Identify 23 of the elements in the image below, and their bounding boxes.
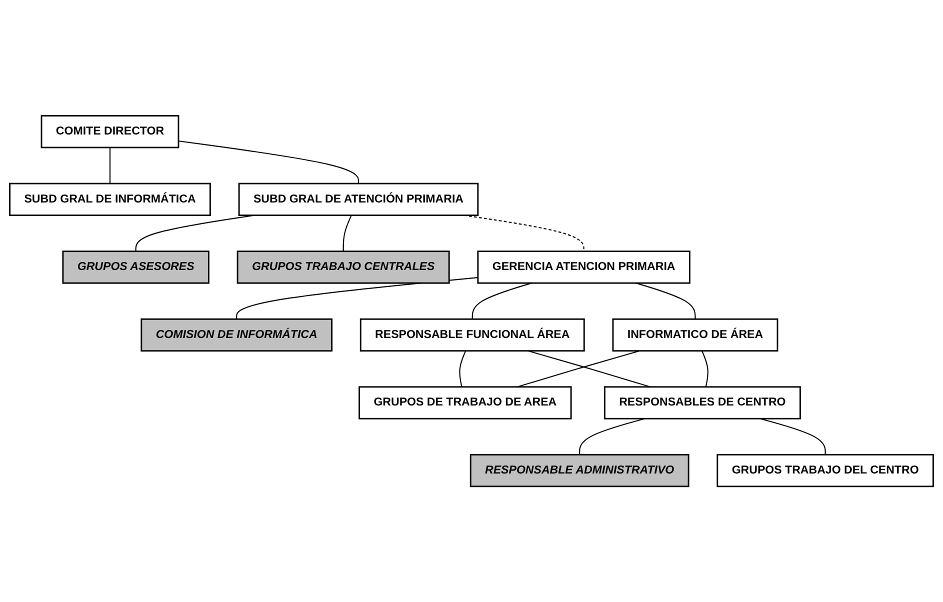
org-chart: COMITE DIRECTOR SUBD GRAL DE INFORMÁTICA SUBD GRAL DE ATENCIÓN PRIMARIA GRUPOS ASESORES GRUPOS TRABAJO CENTRALES GERENCIA ATENCION PRIMARIA COMISION DE INFORMÁTICA RESPONSABLE FUNCIONAL ÁREA INFORMATICO DE ÁREA GRUPOS DE TRABAJO DE AREA RESPONSABLES DE CENTRO RESPONSABLE ADMINISTRATIVO GRUPOS TRABAJO DEL CENTRO xyxy=(4,110,939,492)
connector xyxy=(342,214,352,252)
node-box xyxy=(62,250,210,284)
connector xyxy=(472,282,532,320)
connector xyxy=(528,350,650,388)
node-box xyxy=(140,318,332,352)
connector xyxy=(109,147,111,184)
node-box xyxy=(612,318,778,352)
node-box xyxy=(358,386,572,420)
connector xyxy=(636,282,696,320)
node-box xyxy=(470,454,690,488)
node-box xyxy=(236,250,450,284)
connector xyxy=(517,350,640,388)
connector xyxy=(701,350,708,387)
node-box xyxy=(716,454,934,488)
connector xyxy=(178,140,360,184)
node-box xyxy=(9,182,211,216)
node-box xyxy=(238,182,479,216)
node-box xyxy=(477,250,690,284)
node-box xyxy=(40,114,180,148)
connector xyxy=(459,350,466,387)
node-box xyxy=(604,386,801,420)
node-box xyxy=(360,318,585,352)
